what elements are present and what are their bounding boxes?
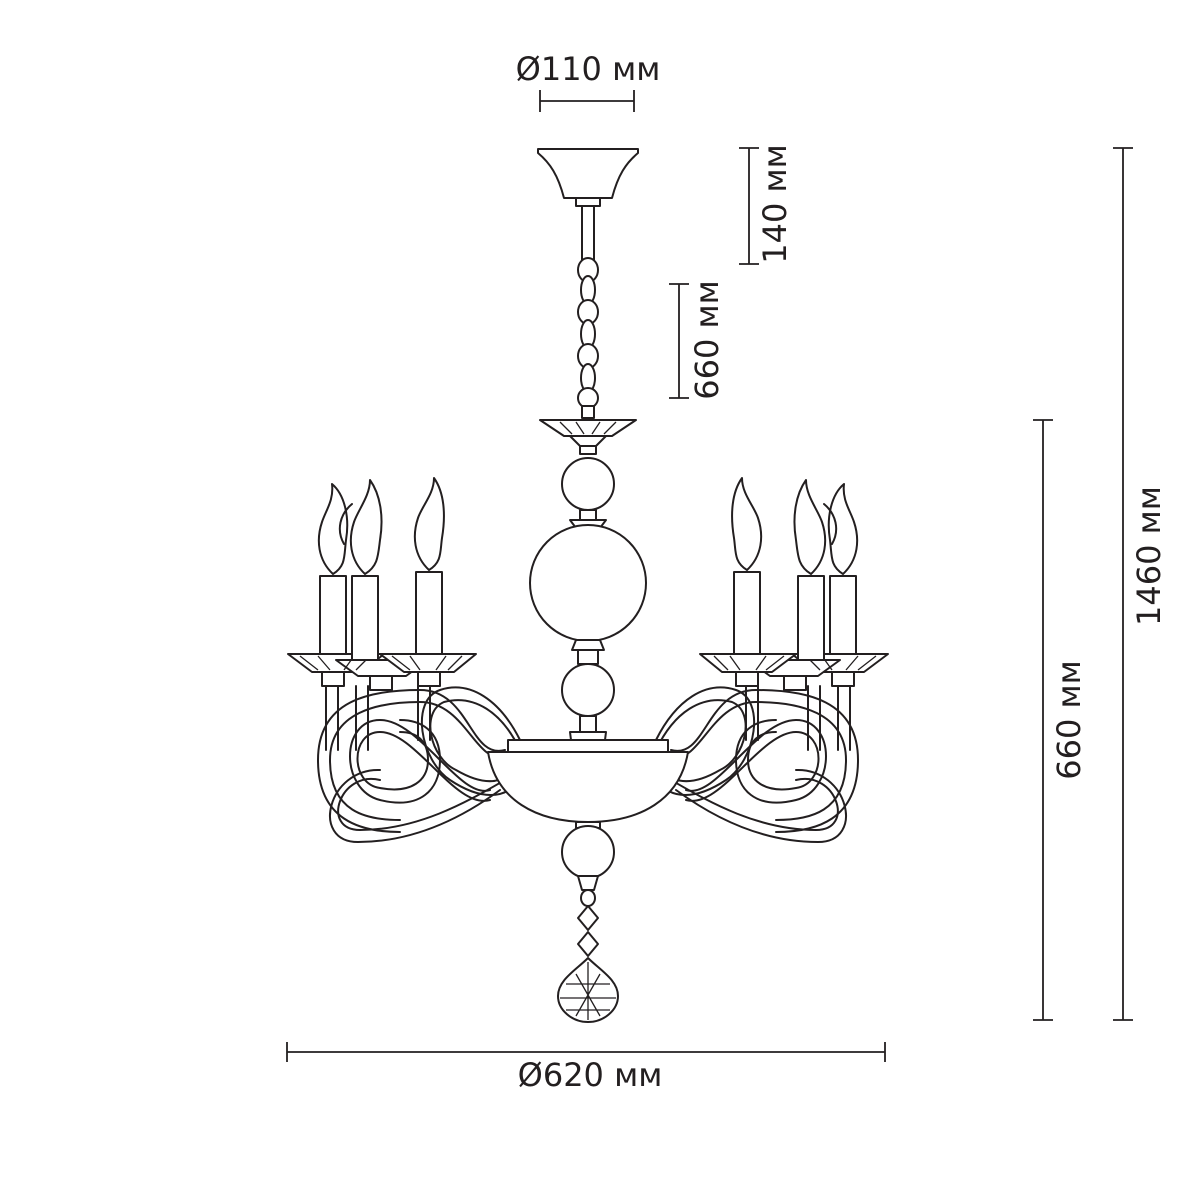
suspension-chain xyxy=(577,205,599,419)
dim-canopy-height: 140 мм xyxy=(739,144,794,265)
dim-body-height: 660 мм xyxy=(1033,419,1088,1021)
upper-crystal-plate xyxy=(539,419,637,455)
candle-plate-3 xyxy=(379,653,477,673)
candle-2 xyxy=(351,575,379,661)
right-arms xyxy=(655,685,859,843)
pendant-drop xyxy=(557,825,619,1023)
ceiling-canopy xyxy=(537,148,639,207)
dim-chain-length: 660 мм xyxy=(669,280,726,400)
dim-total-height: 1460 мм xyxy=(1113,147,1168,1021)
left-arms xyxy=(317,685,521,843)
canopy-diameter-label: Ø110 мм xyxy=(516,50,661,88)
right-candles xyxy=(699,477,889,691)
candle-1 xyxy=(319,575,347,655)
left-candles xyxy=(287,477,477,691)
central-bowl xyxy=(487,739,689,829)
dim-canopy-diameter: Ø110 мм xyxy=(516,50,661,112)
flame-icon xyxy=(317,483,349,575)
body-diameter-label: Ø620 мм xyxy=(518,1056,663,1094)
flame-icon xyxy=(349,479,383,575)
central-column xyxy=(529,457,647,749)
body-height-label: 660 мм xyxy=(1050,660,1088,780)
chain-length-label: 660 мм xyxy=(688,280,726,400)
flame-icon xyxy=(413,477,445,571)
canopy-height-label: 140 мм xyxy=(756,144,794,264)
total-height-label: 1460 мм xyxy=(1130,486,1168,626)
chandelier xyxy=(287,148,889,1023)
candle-3 xyxy=(415,571,443,655)
dim-body-diameter: Ø620 мм xyxy=(286,1042,886,1094)
